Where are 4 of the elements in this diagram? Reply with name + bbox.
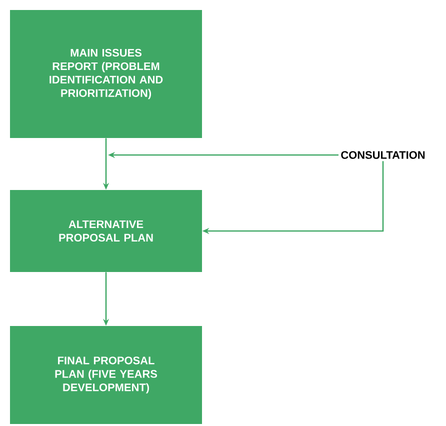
consultation-label: CONSULTATION [341, 151, 425, 159]
process-box: FINAL PROPOSAL PLAN (FIVE YEARS DEVELOPMENT) [10, 326, 202, 424]
process-box: ALTERNATIVE PROPOSAL PLAN [10, 190, 202, 272]
process-box: MAIN ISSUES REPORT (PROBLEM IDENTIFICATION AND PRIORITIZATION) [10, 10, 202, 138]
